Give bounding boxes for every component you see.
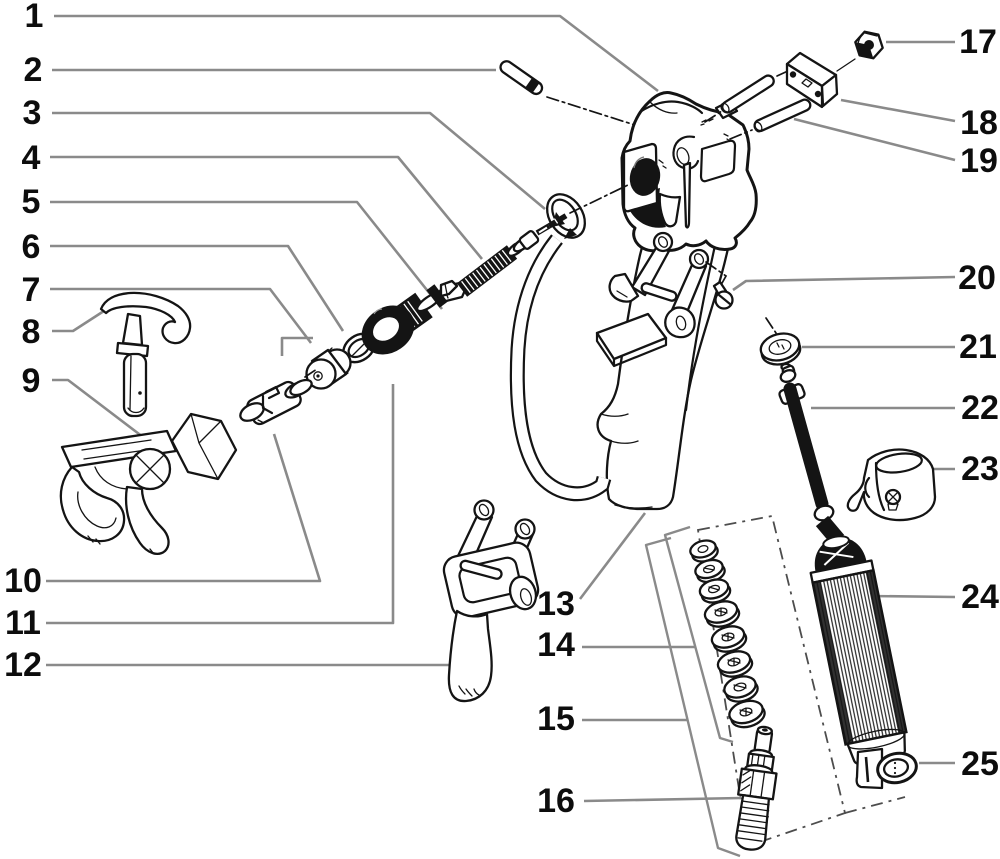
- callout-number-7: 7: [22, 271, 41, 309]
- suction-tube-icon: [778, 362, 845, 546]
- trigger-linkage-icon: [595, 231, 728, 368]
- washer-icon: [728, 699, 766, 729]
- gun-handle-icon: [596, 230, 733, 511]
- callout-number-13: 13: [537, 585, 575, 623]
- callout-number-4: 4: [22, 139, 41, 177]
- leader-line-3: [52, 111, 546, 210]
- leader-line-13: [578, 512, 647, 600]
- leader-line-24: [868, 594, 956, 599]
- gasket-washer-icon: [759, 317, 802, 366]
- packing-housing-icon: [361, 279, 459, 355]
- leader-line-10: [46, 433, 322, 583]
- callout-number-10: 10: [4, 562, 42, 600]
- callout-number-17: 17: [959, 23, 997, 61]
- callout-number-2: 2: [24, 51, 43, 89]
- callout-number-12: 12: [4, 646, 42, 684]
- callout-layer: 1234567891011121314151617181920212223242…: [4, 0, 999, 858]
- filter-element-icon: [809, 535, 908, 767]
- callout-number-11: 11: [5, 604, 41, 642]
- leader-line-6: [50, 244, 345, 332]
- callout-number-25: 25: [961, 745, 999, 783]
- callout-number-18: 18: [960, 104, 998, 142]
- leader-line-7: [50, 287, 313, 344]
- leader-line-1: [54, 14, 659, 93]
- callout-number-16: 16: [537, 782, 575, 820]
- washer-icon: [710, 625, 748, 653]
- callout-number-22: 22: [961, 389, 999, 427]
- callout-number-5: 5: [22, 183, 41, 221]
- washer-icon: [723, 675, 759, 703]
- valve-fitting-icon: [735, 725, 778, 851]
- callout-number-21: 21: [959, 328, 997, 366]
- callout-number-14: 14: [537, 626, 575, 664]
- lock-nut-icon: [854, 30, 884, 60]
- trigger-rods-icon: [720, 69, 823, 140]
- callout-number-23: 23: [961, 450, 999, 488]
- callout-number-3: 3: [23, 94, 42, 132]
- washer-icon: [716, 650, 754, 678]
- leader-line-7b: [280, 336, 313, 356]
- tip-guard-icon: [59, 412, 238, 555]
- group-bracket-15: [644, 536, 741, 858]
- leader-line-16: [583, 796, 742, 803]
- leader-line-8: [52, 307, 108, 333]
- callout-number-19: 19: [960, 142, 998, 180]
- leader-line-20: [732, 275, 956, 292]
- trigger-icon: [442, 499, 540, 703]
- callout-number-8: 8: [22, 313, 41, 351]
- leader-line-4: [50, 155, 484, 260]
- washer-stack-icon: [689, 539, 766, 729]
- callout-number-9: 9: [22, 362, 41, 400]
- callout-number-6: 6: [22, 228, 41, 266]
- pivot-pin-icon: [499, 60, 639, 127]
- callout-number-1: 1: [25, 0, 44, 35]
- washer-icon: [703, 600, 741, 628]
- leader-line-9: [52, 378, 144, 439]
- packing-nut-icon: [305, 347, 352, 390]
- callout-number-24: 24: [961, 578, 999, 616]
- stop-block-icon: [785, 51, 856, 109]
- gun-head-icon: [620, 91, 758, 253]
- callout-number-15: 15: [537, 700, 575, 738]
- leader-line-18: [840, 98, 956, 123]
- leader-line-5: [50, 200, 444, 310]
- screw-icon: [712, 280, 734, 310]
- leader-line-19: [793, 117, 956, 162]
- filter-gasket-icon: [855, 747, 918, 790]
- callout-number-20: 20: [958, 259, 996, 297]
- seat-diffuser-icon: [239, 368, 318, 426]
- washer-icon: [694, 558, 726, 584]
- tip-flag-handle-icon: [99, 291, 192, 418]
- repair-kit-dashed-box-tail: [844, 796, 906, 814]
- gun-hook-clip-icon: [846, 448, 937, 522]
- leader-line-11: [46, 384, 395, 625]
- group-bracket-14: [663, 525, 734, 744]
